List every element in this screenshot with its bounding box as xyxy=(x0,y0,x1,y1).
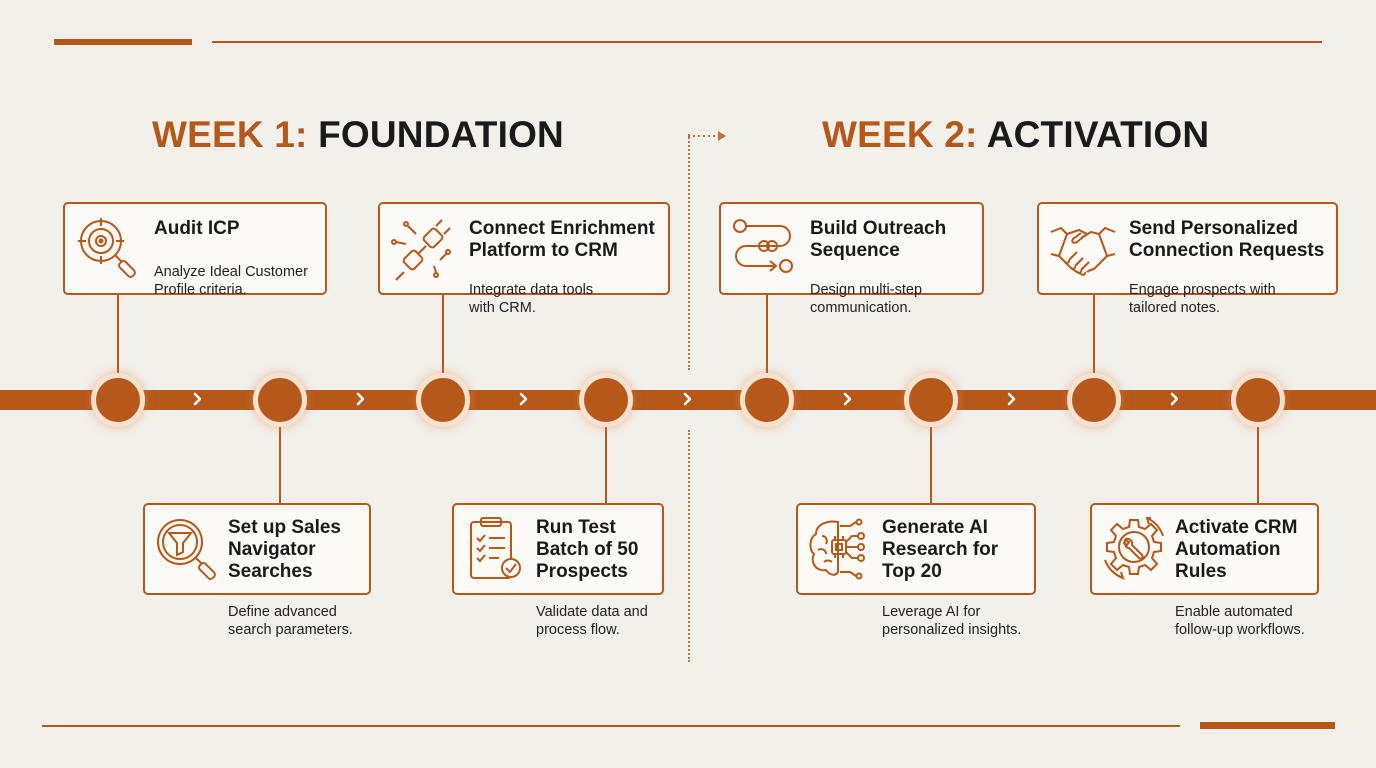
gear-wrench-icon xyxy=(1104,517,1164,580)
timeline-node-7 xyxy=(1067,373,1121,427)
step-title-generate-ai-research: Generate AI Research for Top 20 xyxy=(882,517,999,582)
step-title-connect-enrichment: Connect Enrichment Platform to CRM xyxy=(469,218,655,261)
timeline-node-8 xyxy=(1231,373,1285,427)
week1-heading: WEEK 1: FOUNDATION xyxy=(152,114,564,156)
week-divider-top xyxy=(688,134,690,370)
connector-step-7 xyxy=(1093,294,1095,374)
connector-step-3 xyxy=(442,294,444,374)
week1-label: WEEK 1: xyxy=(152,114,308,155)
timeline-node-4 xyxy=(579,373,633,427)
week1-phase: FOUNDATION xyxy=(318,114,564,155)
step-title-run-test-batch: Run Test Batch of 50 Prospects xyxy=(536,517,639,582)
step-card-activate-crm-automation xyxy=(1090,503,1319,595)
chevron-right-icon xyxy=(519,392,528,406)
step-desc-send-connection-requests: Engage prospects with tailored notes. xyxy=(1129,282,1276,316)
step-desc-build-outreach: Design multi-step communication. xyxy=(810,282,923,316)
chevron-right-icon xyxy=(683,392,692,406)
top-rule xyxy=(212,41,1322,43)
handshake-icon xyxy=(1050,226,1116,276)
step-title-sales-navigator: Set up Sales Navigator Searches xyxy=(228,517,341,582)
connector-step-4 xyxy=(605,426,607,504)
step-desc-connect-enrichment: Integrate data tools with CRM. xyxy=(469,282,594,316)
timeline-node-3 xyxy=(416,373,470,427)
step-desc-activate-crm-automation: Enable automated follow-up workflows. xyxy=(1175,604,1305,638)
magnifier-target-icon xyxy=(78,218,136,278)
timeline-node-6 xyxy=(904,373,958,427)
chevron-right-icon xyxy=(1170,392,1179,406)
connector-step-6 xyxy=(930,426,932,504)
step-card-connect-enrichment xyxy=(378,202,670,295)
week2-phase: ACTIVATION xyxy=(986,114,1210,155)
step-card-audit-icp xyxy=(63,202,327,295)
step-title-send-connection-requests: Send Personalized Connection Requests xyxy=(1129,218,1325,261)
step-title-build-outreach: Build Outreach Sequence xyxy=(810,218,947,261)
connector-step-1 xyxy=(117,294,119,374)
week-divider-bottom xyxy=(688,430,690,662)
step-title-activate-crm-automation: Activate CRM Automation Rules xyxy=(1175,517,1298,582)
step-card-send-connection-requests xyxy=(1037,202,1338,295)
timeline-node-2 xyxy=(253,373,307,427)
week2-label: WEEK 2: xyxy=(822,114,978,155)
chevron-right-icon xyxy=(1007,392,1016,406)
bottom-rule xyxy=(42,725,1180,727)
timeline-node-1 xyxy=(91,373,145,427)
magnifier-filter-icon xyxy=(157,519,216,580)
connector-step-5 xyxy=(766,294,768,374)
chevron-right-icon xyxy=(843,392,852,406)
clipboard-checklist-icon xyxy=(470,517,521,579)
step-desc-generate-ai-research: Leverage AI for personalized insights. xyxy=(882,604,1022,638)
step-desc-audit-icp: Analyze Ideal Customer Profile criteria. xyxy=(154,264,308,298)
bottom-accent-bar xyxy=(1200,722,1335,729)
sequence-flow-icon xyxy=(733,219,793,273)
step-card-build-outreach xyxy=(719,202,984,295)
top-accent-bar xyxy=(54,39,192,45)
step-card-sales-navigator xyxy=(143,503,371,595)
week2-heading: WEEK 2: ACTIVATION xyxy=(822,114,1209,156)
connector-step-8 xyxy=(1257,426,1259,504)
step-desc-run-test-batch: Validate data and process flow. xyxy=(536,604,648,638)
plug-icon xyxy=(391,219,451,281)
step-title-audit-icp: Audit ICP xyxy=(154,218,240,239)
chevron-right-icon xyxy=(356,392,365,406)
connector-step-2 xyxy=(279,426,281,504)
ai-brain-chip-icon xyxy=(809,518,865,580)
timeline-node-5 xyxy=(740,373,794,427)
step-desc-sales-navigator: Define advanced search parameters. xyxy=(228,604,353,638)
chevron-right-icon xyxy=(193,392,202,406)
week-divider-arrow-icon xyxy=(688,131,726,141)
